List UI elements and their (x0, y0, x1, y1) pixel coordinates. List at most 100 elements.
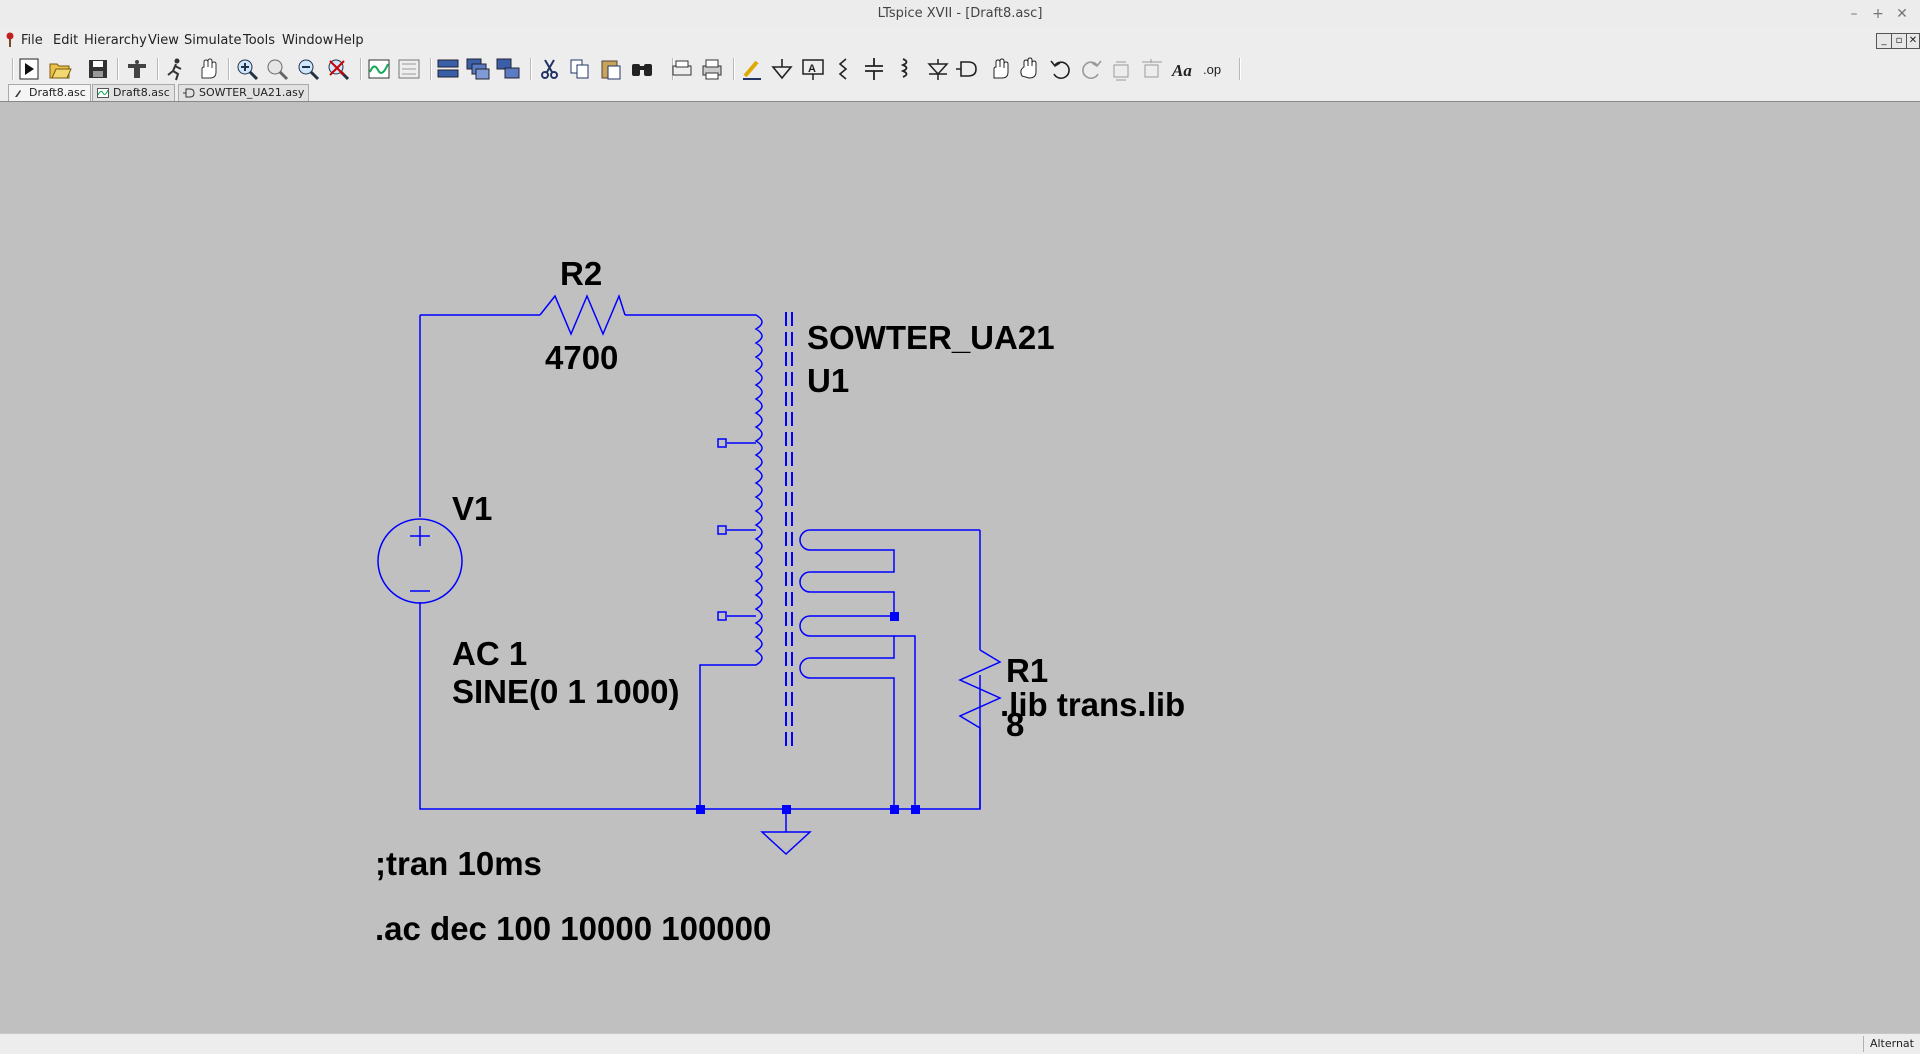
schematic-icon (15, 90, 21, 97)
primary-tap-pin[interactable] (717, 525, 727, 535)
toolbar-separator (157, 58, 159, 80)
transformer-secondary-coil[interactable] (799, 529, 980, 809)
zoom-in-icon[interactable] (234, 56, 260, 82)
wire[interactable] (894, 635, 916, 809)
print-preview-icon[interactable] (669, 56, 695, 82)
tran-directive[interactable]: ;tran 10ms (375, 845, 542, 882)
diode-icon[interactable] (925, 56, 951, 82)
tab-label: Draft8.asc (113, 86, 170, 99)
primary-tap-wires (727, 442, 756, 617)
move-icon[interactable] (986, 56, 1012, 82)
inductor-icon[interactable] (893, 56, 919, 82)
resistor-icon[interactable] (830, 56, 856, 82)
schematic-drawing (377, 293, 1002, 856)
menu-bar: File Edit Hierarchy View Simulate Tools … (0, 28, 1920, 54)
resistor-r2[interactable] (539, 293, 626, 336)
r2-value[interactable]: 4700 (545, 339, 619, 376)
toolbar-separator (733, 58, 735, 80)
menu-hierarchy[interactable]: Hierarchy (84, 33, 147, 48)
status-text: Alternat (1862, 1036, 1920, 1052)
menu-tools[interactable]: Tools (243, 33, 276, 48)
cut-icon[interactable] (537, 56, 563, 82)
lib-directive[interactable]: .lib trans.lib (1000, 686, 1186, 723)
document-tabs: Draft8.asc Draft8.asc SOWTER_UA21.asy (0, 84, 1920, 101)
v1-value-ac[interactable]: AC 1 (452, 635, 528, 672)
primary-tap-pin[interactable] (717, 438, 727, 448)
schematic-canvas[interactable]: R2 4700 SOWTER_UA21 U1 V1 AC 1 SINE(0 1 … (0, 101, 1920, 1033)
minimize-button[interactable]: – (1850, 6, 1858, 22)
menu-view[interactable]: View (148, 33, 179, 48)
ac-directive[interactable]: .ac dec 100 10000 100000 (375, 910, 772, 947)
paste-icon[interactable] (598, 56, 624, 82)
voltage-source-v1[interactable] (377, 518, 463, 604)
mdi-restore-button[interactable]: ▫ (1891, 33, 1907, 49)
r2-name[interactable]: R2 (560, 255, 603, 292)
ground-symbol[interactable] (760, 809, 812, 856)
plot-icon[interactable] (366, 56, 392, 82)
menu-simulate[interactable]: Simulate (184, 33, 242, 48)
waveform-icon (97, 88, 109, 98)
component-icon[interactable] (954, 56, 980, 82)
ground-icon[interactable] (769, 56, 795, 82)
mirror-icon[interactable] (1139, 56, 1165, 82)
spice-directive-icon[interactable]: .op (1201, 56, 1227, 82)
toolbar-separator (530, 58, 532, 80)
copy-icon[interactable] (567, 56, 593, 82)
undo-icon[interactable] (1048, 56, 1074, 82)
tab-label: Draft8.asc (29, 86, 86, 99)
toolbar-separator (1239, 58, 1241, 80)
tab-draft8-schematic[interactable]: Draft8.asc (8, 84, 91, 101)
tab-label: SOWTER_UA21.asy (199, 86, 305, 99)
control-panel-icon[interactable] (124, 56, 150, 82)
redo-icon[interactable] (1078, 56, 1104, 82)
zoom-full-icon[interactable] (264, 56, 290, 82)
r1-value[interactable]: 8 (1006, 706, 1025, 743)
zoom-out-icon[interactable] (295, 56, 321, 82)
title-bar: LTspice XVII - [Draft8.asc] – + ✕ (0, 0, 1920, 29)
transformer-name[interactable]: SOWTER_UA21 (807, 319, 1055, 356)
print-icon[interactable] (699, 56, 725, 82)
close-button[interactable]: ✕ (1896, 6, 1908, 22)
transformer-ref[interactable]: U1 (807, 362, 850, 399)
save-icon[interactable] (85, 56, 111, 82)
run-icon[interactable] (16, 56, 42, 82)
menu-edit[interactable]: Edit (53, 33, 79, 48)
mdi-minimize-button[interactable]: _ (1876, 33, 1892, 49)
menu-file[interactable]: File (21, 33, 43, 48)
primary-tap-pin[interactable] (717, 611, 727, 621)
text-icon[interactable]: Aa (1170, 56, 1196, 82)
toolbar-grip (12, 58, 14, 80)
label-net-icon[interactable]: A (800, 56, 826, 82)
capacitor-icon[interactable] (861, 56, 887, 82)
plot-settings-icon[interactable] (396, 56, 422, 82)
mdi-close-button[interactable]: ✕ (1906, 33, 1920, 49)
tile-icon[interactable] (435, 56, 461, 82)
status-bar: Alternat (0, 1033, 1920, 1054)
menu-help[interactable]: Help (334, 33, 364, 48)
find-icon[interactable] (629, 56, 655, 82)
maximize-button[interactable]: + (1872, 6, 1884, 22)
halt-icon[interactable] (162, 56, 188, 82)
window-title: LTspice XVII - [Draft8.asc] (877, 6, 1043, 21)
rotate-icon[interactable] (1109, 56, 1135, 82)
pan-icon[interactable] (194, 56, 220, 82)
wire-icon[interactable] (739, 56, 765, 82)
open-icon[interactable] (47, 56, 73, 82)
toolbar-separator (430, 58, 432, 80)
cascade-icon[interactable] (465, 56, 491, 82)
arrange-icon[interactable] (495, 56, 521, 82)
junction-dot (911, 805, 920, 814)
drag-icon[interactable] (1016, 56, 1042, 82)
menu-window[interactable]: Window (282, 33, 334, 48)
junction-dot (890, 612, 899, 621)
zoom-fit-icon[interactable] (325, 56, 351, 82)
tab-sowter-symbol[interactable]: SOWTER_UA21.asy (178, 84, 310, 101)
transformer-primary-coil[interactable] (699, 314, 763, 809)
toolbar-separator (360, 58, 362, 80)
r1-name[interactable]: R1 (1006, 652, 1049, 689)
v1-value-sine[interactable]: SINE(0 1 1000) (452, 673, 680, 710)
tab-draft8-waveform[interactable]: Draft8.asc (92, 84, 175, 101)
v1-name[interactable]: V1 (452, 490, 493, 527)
app-icon (6, 32, 14, 47)
resistor-r1[interactable] (958, 649, 1002, 809)
